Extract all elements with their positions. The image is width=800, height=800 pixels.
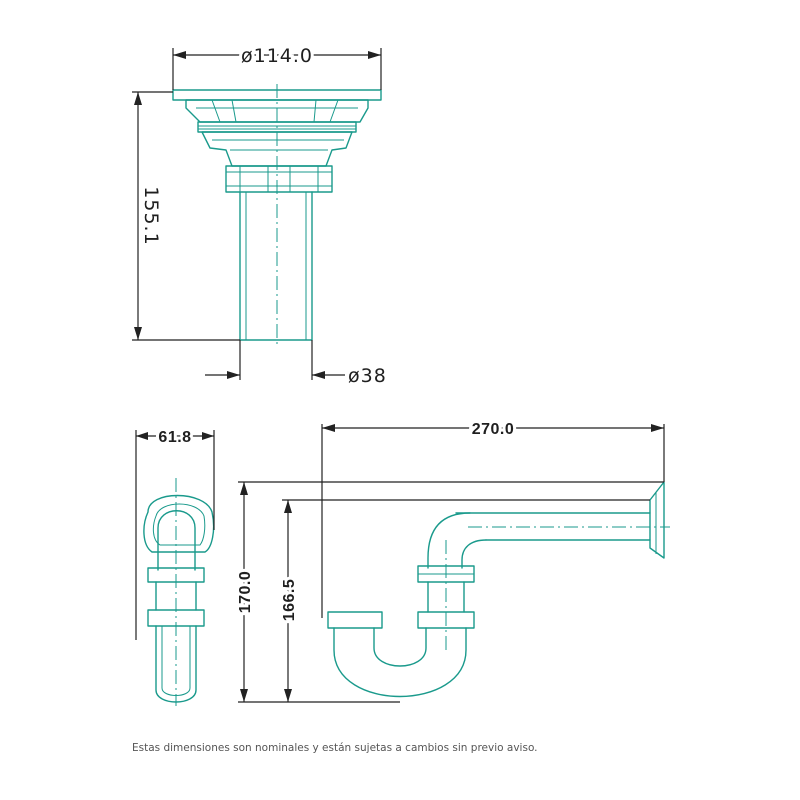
side-lower-nut	[147, 609, 205, 627]
strainer-nut-facets	[226, 166, 332, 192]
dim-height-arrow-top	[134, 92, 142, 105]
dim-front-height-total-label: 170.0	[237, 571, 254, 614]
front-middle-nut	[417, 611, 475, 629]
strainer-basket	[185, 99, 369, 123]
dim-front-height-arrow-bottom	[240, 689, 248, 702]
strainer-body-lines	[212, 139, 344, 151]
front-upper-nut	[417, 565, 475, 583]
dim-height-arrow-bottom	[134, 327, 142, 340]
front-wall-flange	[649, 481, 665, 559]
dim-front-height-inner-label: 166.5	[281, 579, 298, 622]
dim-diameter-top-label: ø114.0	[241, 45, 313, 67]
trap-front-view: 270.0 170.0 166.5	[234, 418, 670, 703]
front-outlet-elbow	[427, 512, 487, 569]
strainer-coupling-nut	[225, 165, 333, 193]
disclaimer-footnote: Estas dimensiones son nominales y están …	[132, 742, 538, 754]
dim-diameter-pipe-label: ø38	[348, 365, 387, 387]
dim-top-arrow-right	[368, 51, 381, 59]
dim-front-length-label: 270.0	[472, 421, 515, 438]
side-flange-inner	[152, 503, 206, 546]
dim-front-length-arrow-right	[651, 424, 664, 432]
front-riser-pipe	[427, 581, 465, 613]
dim-pipe-arrow-left	[227, 371, 240, 379]
dim-height-label: 155.1	[140, 186, 162, 245]
front-u-bend-outer	[333, 627, 467, 698]
trap-side-view: 61.8	[135, 426, 215, 706]
front-u-bend-inner	[373, 627, 427, 667]
dim-pipe-arrow-right	[312, 371, 325, 379]
front-outlet-arm	[455, 512, 651, 541]
dim-front-inner-arrow-bottom	[284, 689, 292, 702]
dim-top-arrow-left	[173, 51, 186, 59]
dim-side-arrow-left	[136, 432, 148, 440]
side-middle-pipe	[155, 581, 197, 611]
dim-side-width-label: 61.8	[158, 429, 191, 446]
dim-front-length-arrow-left	[322, 424, 335, 432]
strainer-view: ø114.0 155.1 ø38	[132, 42, 387, 387]
side-lower-pipe-inner	[161, 626, 191, 696]
strainer-tailpiece	[239, 191, 313, 341]
dim-front-height-arrow-top	[240, 482, 248, 495]
side-upper-nut	[147, 567, 205, 583]
dim-front-inner-arrow-top	[284, 500, 292, 513]
strainer-rim	[172, 89, 382, 101]
dim-side-arrow-right	[202, 432, 214, 440]
front-inlet-nut	[327, 611, 383, 629]
strainer-tailpiece-inner	[245, 192, 307, 340]
side-flange-ring	[143, 494, 215, 553]
